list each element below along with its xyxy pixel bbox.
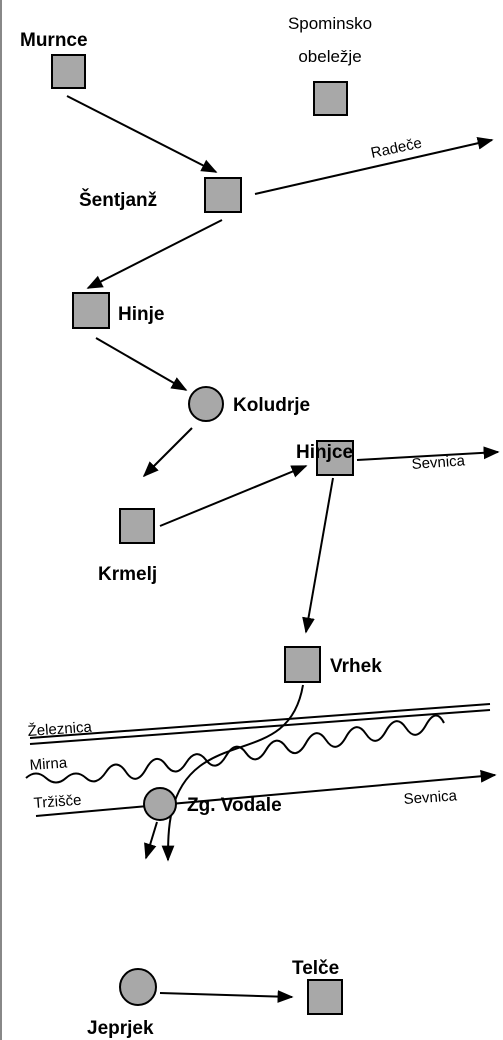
label-sevnica-bottom: Sevnica xyxy=(403,787,458,808)
route-vrhek-zgvodale xyxy=(161,684,304,862)
route-sentjanz-radece xyxy=(254,136,494,195)
label-koludrje: Koludrje xyxy=(233,395,310,416)
label-murnce: Murnce xyxy=(20,30,88,51)
node-jeprjek xyxy=(119,968,157,1006)
label-sevnica-top: Sevnica xyxy=(411,452,466,473)
label-trzisce: Tržišče xyxy=(33,792,82,812)
railway-line xyxy=(29,703,491,739)
node-koludrje xyxy=(188,386,224,422)
label-hinjce: Hinjce xyxy=(296,442,353,463)
node-spominsko-obelezje xyxy=(313,81,348,116)
node-telce xyxy=(307,979,343,1015)
label-krmelj: Krmelj xyxy=(98,564,157,585)
route-sentjanz-hinje xyxy=(86,219,223,289)
route-hinje-koludrje xyxy=(95,337,188,391)
route-zgvodale-jeprjek xyxy=(144,821,158,860)
route-jeprjek-telce xyxy=(159,990,294,1003)
route-hinjce-sevnica xyxy=(356,446,500,461)
node-sentjanz xyxy=(204,177,242,213)
label-vrhek: Vrhek xyxy=(330,656,382,677)
road-trzisce-sevnica xyxy=(35,769,497,817)
node-hinje xyxy=(72,292,110,329)
label-mirna: Mirna xyxy=(29,754,68,774)
route-murnce-sentjanz xyxy=(66,95,218,173)
label-hinje: Hinje xyxy=(118,304,164,325)
label-spominsko-line1: Spominsko xyxy=(288,14,372,33)
node-krmelj xyxy=(119,508,155,544)
river-mirna xyxy=(25,714,445,784)
railway-line-2 xyxy=(29,709,491,745)
node-zg-vodale xyxy=(143,787,177,821)
label-spominsko-line2: obeležje xyxy=(298,47,361,66)
node-hinjce xyxy=(316,440,354,476)
route-krmelj-hinjce xyxy=(159,465,308,527)
label-sentjanz: Šentjanž xyxy=(79,189,157,211)
label-telce: Telče xyxy=(292,958,339,979)
node-vrhek xyxy=(284,646,321,683)
label-zeleznica: Železnica xyxy=(27,719,93,740)
label-zg-vodale: Zg. Vodale xyxy=(187,795,282,816)
route-koludrje-krmelj xyxy=(142,427,193,478)
route-hinjce-vrhek xyxy=(302,477,334,634)
node-murnce xyxy=(51,54,86,89)
label-jeprjek: Jeprjek xyxy=(87,1018,154,1039)
